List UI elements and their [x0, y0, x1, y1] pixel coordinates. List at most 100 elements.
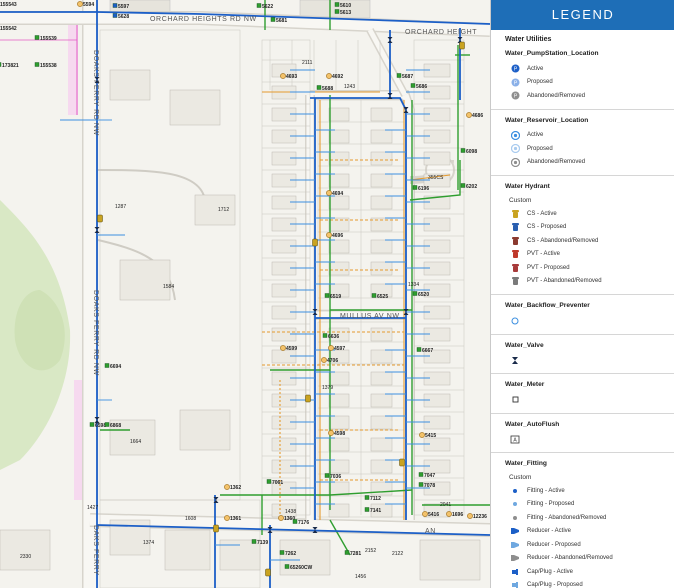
- valve-icon[interactable]: [403, 107, 409, 113]
- house: [194, 194, 236, 226]
- meter-marker[interactable]: [104, 422, 110, 427]
- fitting-marker[interactable]: [280, 345, 286, 351]
- hydrant-icon[interactable]: [459, 41, 465, 50]
- asset-id-label: 5610: [340, 3, 351, 9]
- meter-marker[interactable]: [112, 3, 118, 8]
- meter-marker[interactable]: [410, 83, 416, 88]
- meter-marker[interactable]: [416, 347, 422, 352]
- valve-icon: [509, 354, 521, 366]
- meter-marker[interactable]: [251, 539, 257, 544]
- hydrant-icon[interactable]: [213, 524, 219, 533]
- meter-marker[interactable]: [316, 85, 322, 90]
- meter-marker[interactable]: [460, 148, 466, 153]
- meter-marker[interactable]: [364, 507, 370, 512]
- valve-icon[interactable]: [94, 77, 100, 83]
- meter-marker[interactable]: [112, 13, 118, 18]
- backflow-icon: [509, 315, 521, 327]
- fitting-marker[interactable]: [326, 190, 332, 196]
- reservoir-active-icon: [509, 129, 521, 141]
- asset-id-label: 7112: [370, 496, 381, 502]
- fitting-marker[interactable]: [446, 511, 452, 517]
- svg-text:P: P: [513, 94, 517, 100]
- meter-marker[interactable]: [334, 9, 340, 14]
- meter-marker[interactable]: [256, 3, 262, 8]
- valve-icon[interactable]: [403, 309, 409, 315]
- hydrant-icon[interactable]: [97, 214, 103, 223]
- valve-icon[interactable]: [267, 527, 273, 533]
- house: [328, 261, 350, 276]
- meter-marker[interactable]: [104, 363, 110, 368]
- legend-panel[interactable]: LEGEND Water Utilities Water_PumpStation…: [490, 0, 674, 588]
- fitting-marker[interactable]: [466, 112, 472, 118]
- meter-marker[interactable]: [396, 73, 402, 78]
- fitting-marker[interactable]: [467, 513, 473, 519]
- meter-marker[interactable]: [418, 482, 424, 487]
- cap-active-icon: [509, 566, 521, 578]
- meter-marker[interactable]: [412, 291, 418, 296]
- valve-icon[interactable]: [94, 227, 100, 233]
- meter-marker[interactable]: [266, 479, 272, 484]
- meter-marker[interactable]: [0, 62, 2, 67]
- legend-item: Cap/Plug - Proposed: [491, 579, 674, 588]
- hydrant-icon[interactable]: [305, 394, 311, 403]
- hydrant-pvt-abandoned-icon: [509, 275, 521, 287]
- road-label-orchard-heights: ORCHARD HEIGHTS RD NW: [150, 16, 257, 23]
- legend-item: PVT - Abandoned/Removed: [491, 275, 674, 289]
- asset-id-label: 4599: [286, 346, 297, 352]
- valve-icon[interactable]: [312, 527, 318, 533]
- valve-icon[interactable]: [387, 93, 393, 99]
- fitting-marker[interactable]: [326, 232, 332, 238]
- meter-marker[interactable]: [292, 519, 298, 524]
- house: [219, 539, 261, 571]
- asset-id-label: 4693: [286, 74, 297, 80]
- meter-marker[interactable]: [322, 333, 328, 338]
- legend-item-label: PVT - Active: [527, 251, 560, 258]
- fitting-marker[interactable]: [280, 73, 286, 79]
- valve-icon[interactable]: [213, 497, 219, 503]
- valve-icon[interactable]: [312, 309, 318, 315]
- hydrant-icon[interactable]: [265, 568, 271, 577]
- meter-marker[interactable]: [334, 2, 340, 7]
- legend-item: Reducer - Abandoned/Removed: [491, 552, 674, 566]
- service-lines-orange: [262, 91, 451, 520]
- meter-marker[interactable]: [34, 62, 40, 67]
- meter-marker[interactable]: [418, 472, 424, 477]
- valve-icon[interactable]: [457, 37, 463, 43]
- valve-icon[interactable]: [387, 37, 393, 43]
- fitting-marker[interactable]: [419, 432, 425, 438]
- asset-id-label: 4597: [334, 346, 345, 352]
- fitting-marker[interactable]: [326, 73, 332, 79]
- fitting-marker[interactable]: [328, 430, 334, 436]
- meter-marker[interactable]: [284, 564, 290, 569]
- fitting-marker[interactable]: [422, 511, 428, 517]
- hydrant-icon[interactable]: [399, 458, 405, 467]
- fitting-marker[interactable]: [224, 515, 230, 521]
- legend-layer: Water_Meter: [491, 374, 674, 414]
- meter-marker[interactable]: [279, 550, 285, 555]
- fitting-marker[interactable]: [321, 357, 327, 363]
- fitting-marker[interactable]: [328, 345, 334, 351]
- road-label-doaks-ferry-3: DAKS FERRY: [92, 525, 99, 576]
- meter-marker[interactable]: [324, 293, 330, 298]
- meter-marker[interactable]: [324, 473, 330, 478]
- meter-marker[interactable]: [371, 293, 377, 298]
- fitting-marker[interactable]: [77, 1, 83, 7]
- asset-id-label: 6202: [466, 184, 477, 190]
- meter-marker[interactable]: [364, 495, 370, 500]
- meter-marker[interactable]: [270, 17, 276, 22]
- valve-icon[interactable]: [94, 417, 100, 423]
- legend-item-label: CS - Proposed: [527, 224, 567, 231]
- meter-marker[interactable]: [460, 183, 466, 188]
- map-view[interactable]: ORCHARD HEIGHTS RD NW ORCHARD HEIGHT DOA…: [0, 0, 490, 588]
- fitting-marker[interactable]: [278, 515, 284, 521]
- meter-marker[interactable]: [89, 422, 95, 427]
- fitting-marker[interactable]: [224, 484, 230, 490]
- map-canvas[interactable]: ORCHARD HEIGHTS RD NW ORCHARD HEIGHT DOA…: [0, 0, 490, 588]
- meter-marker[interactable]: [412, 185, 418, 190]
- fitting-abandoned-icon: [509, 512, 521, 524]
- meter-marker[interactable]: [344, 550, 350, 555]
- hydrant-icon[interactable]: [312, 238, 318, 247]
- fitting-active-icon: [509, 485, 521, 497]
- meter-marker[interactable]: [34, 35, 40, 40]
